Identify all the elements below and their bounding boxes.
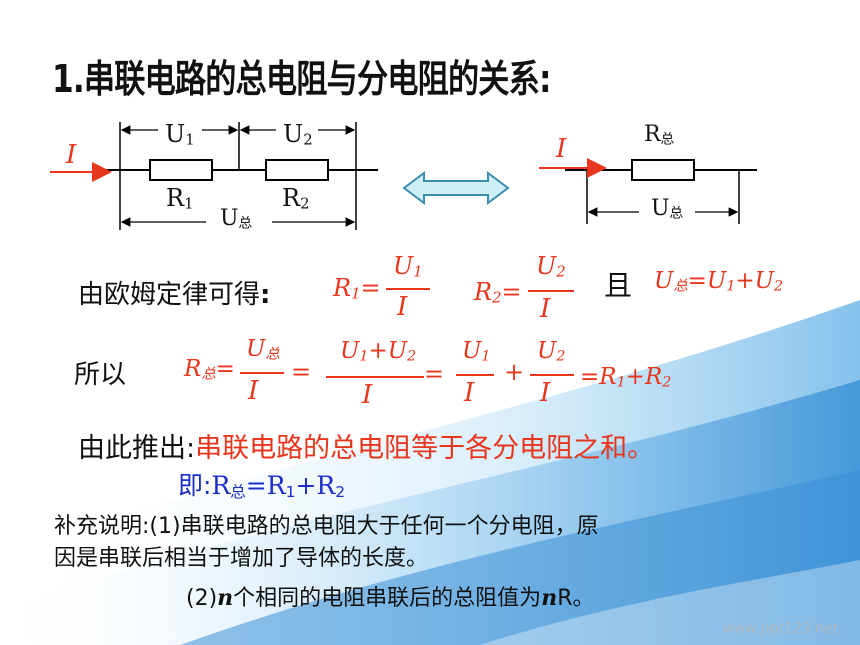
r1-fraction-bar [386,288,430,290]
r2-fraction-bar [528,290,574,292]
r-total-label: R总 [644,122,675,148]
u-total-label-right: U总 [651,196,684,222]
resistor-total [631,159,695,181]
resistor-r1 [149,159,213,181]
voltage-sum-equation: U总=U1+U2 [654,268,784,295]
r1-fraction-num: U1 [393,252,423,281]
frac2-bar [326,376,424,378]
note-line-2: 因是串联后相当于增加了导体的长度。 [54,546,429,571]
frac1-bar [240,372,284,374]
summary-formula: 即:R总=R1+R2 [178,471,346,501]
frac3-bar [456,374,494,376]
and-word: 且 [604,269,633,302]
frac4-num: U2 [537,338,566,365]
resistor-r2 [265,159,329,181]
eq3: = [424,360,445,388]
frac3-den: I [464,378,475,408]
current-label-right: I [556,134,567,164]
therefore-word: 所以 [74,360,127,390]
frac2-den: I [362,380,373,410]
conclusion-line: 由此推出:串联电路的总电阻等于各分电阻之和。 [78,426,654,465]
u1-label: U1 [165,120,195,149]
frac3-num: U1 [462,338,491,365]
r2-equation-lhs: R2= [474,278,522,307]
frac2-num: U1+U2 [340,338,417,365]
page-title: 1.串联电路的总电阻与分电阻的关系: [52,57,551,101]
ohm-law-prefix: 由欧姆定律可得: [78,280,271,310]
current-label-left: I [66,140,77,170]
u2-label: U2 [283,120,313,149]
frac4-den: I [540,378,551,408]
r1-fraction-den: I [397,292,408,322]
equivalence-double-arrow [402,171,510,205]
rtotal-lhs: R总= [184,356,235,383]
note-line-1: 补充说明:(1)串联电路的总电阻大于任何一个分电阻，原 [54,514,599,539]
r1-equation-lhs: R1= [333,274,381,303]
frac1-num: U总 [246,336,280,363]
r2-fraction-num: U2 [536,252,566,281]
conclusion-text: 串联电路的总电阻等于各分电阻之和。 [195,433,655,464]
note-line-3: (2)n个相同的电阻串联后的总阻值为nR。 [186,585,595,611]
result-equation: =R1+R2 [580,364,672,391]
u-total-label-left: U总 [220,206,253,232]
equivalent-circuit-diagram [539,158,757,224]
eq2: = [291,358,312,386]
frac1-den: I [248,376,259,406]
r1-label: R1 [166,184,194,213]
series-circuit-diagram [50,122,378,230]
plus-sign: + [504,358,525,386]
r2-fraction-den: I [540,294,551,324]
watermark: www.ppt123.net [722,621,838,637]
frac4-bar [530,374,574,376]
conclusion-prefix: 由此推出: [78,433,196,464]
r2-label: R2 [282,184,310,213]
